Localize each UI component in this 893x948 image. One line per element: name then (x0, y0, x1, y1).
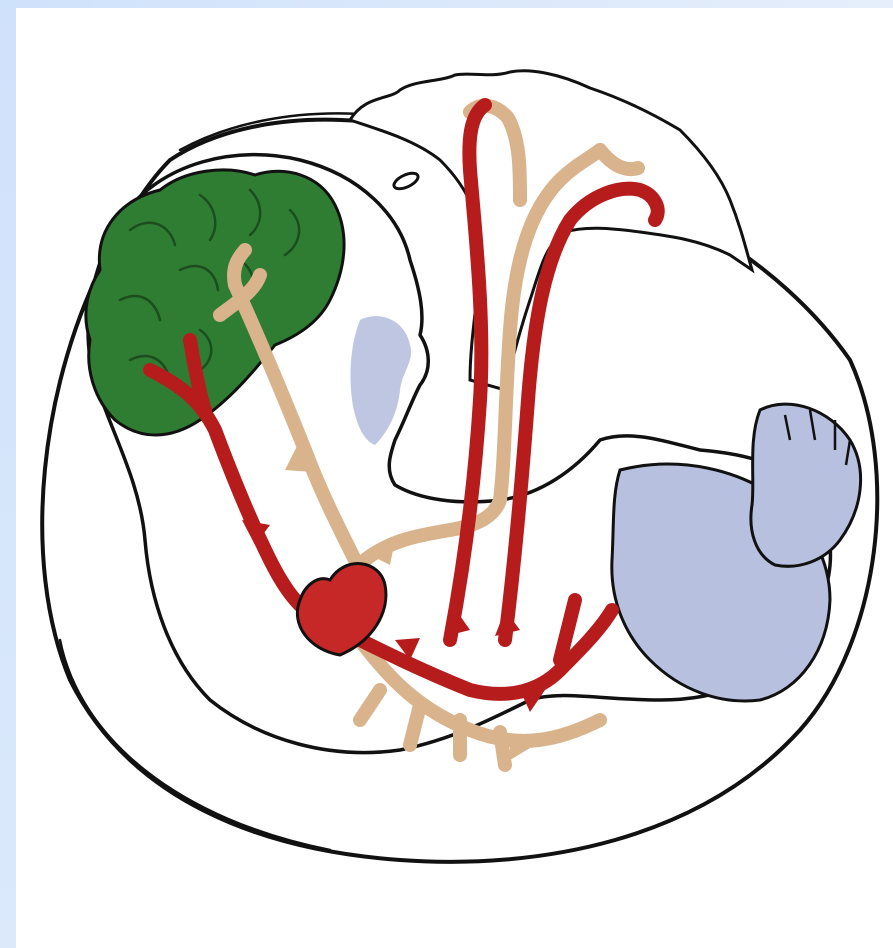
eye (392, 170, 421, 192)
foot (751, 404, 861, 566)
